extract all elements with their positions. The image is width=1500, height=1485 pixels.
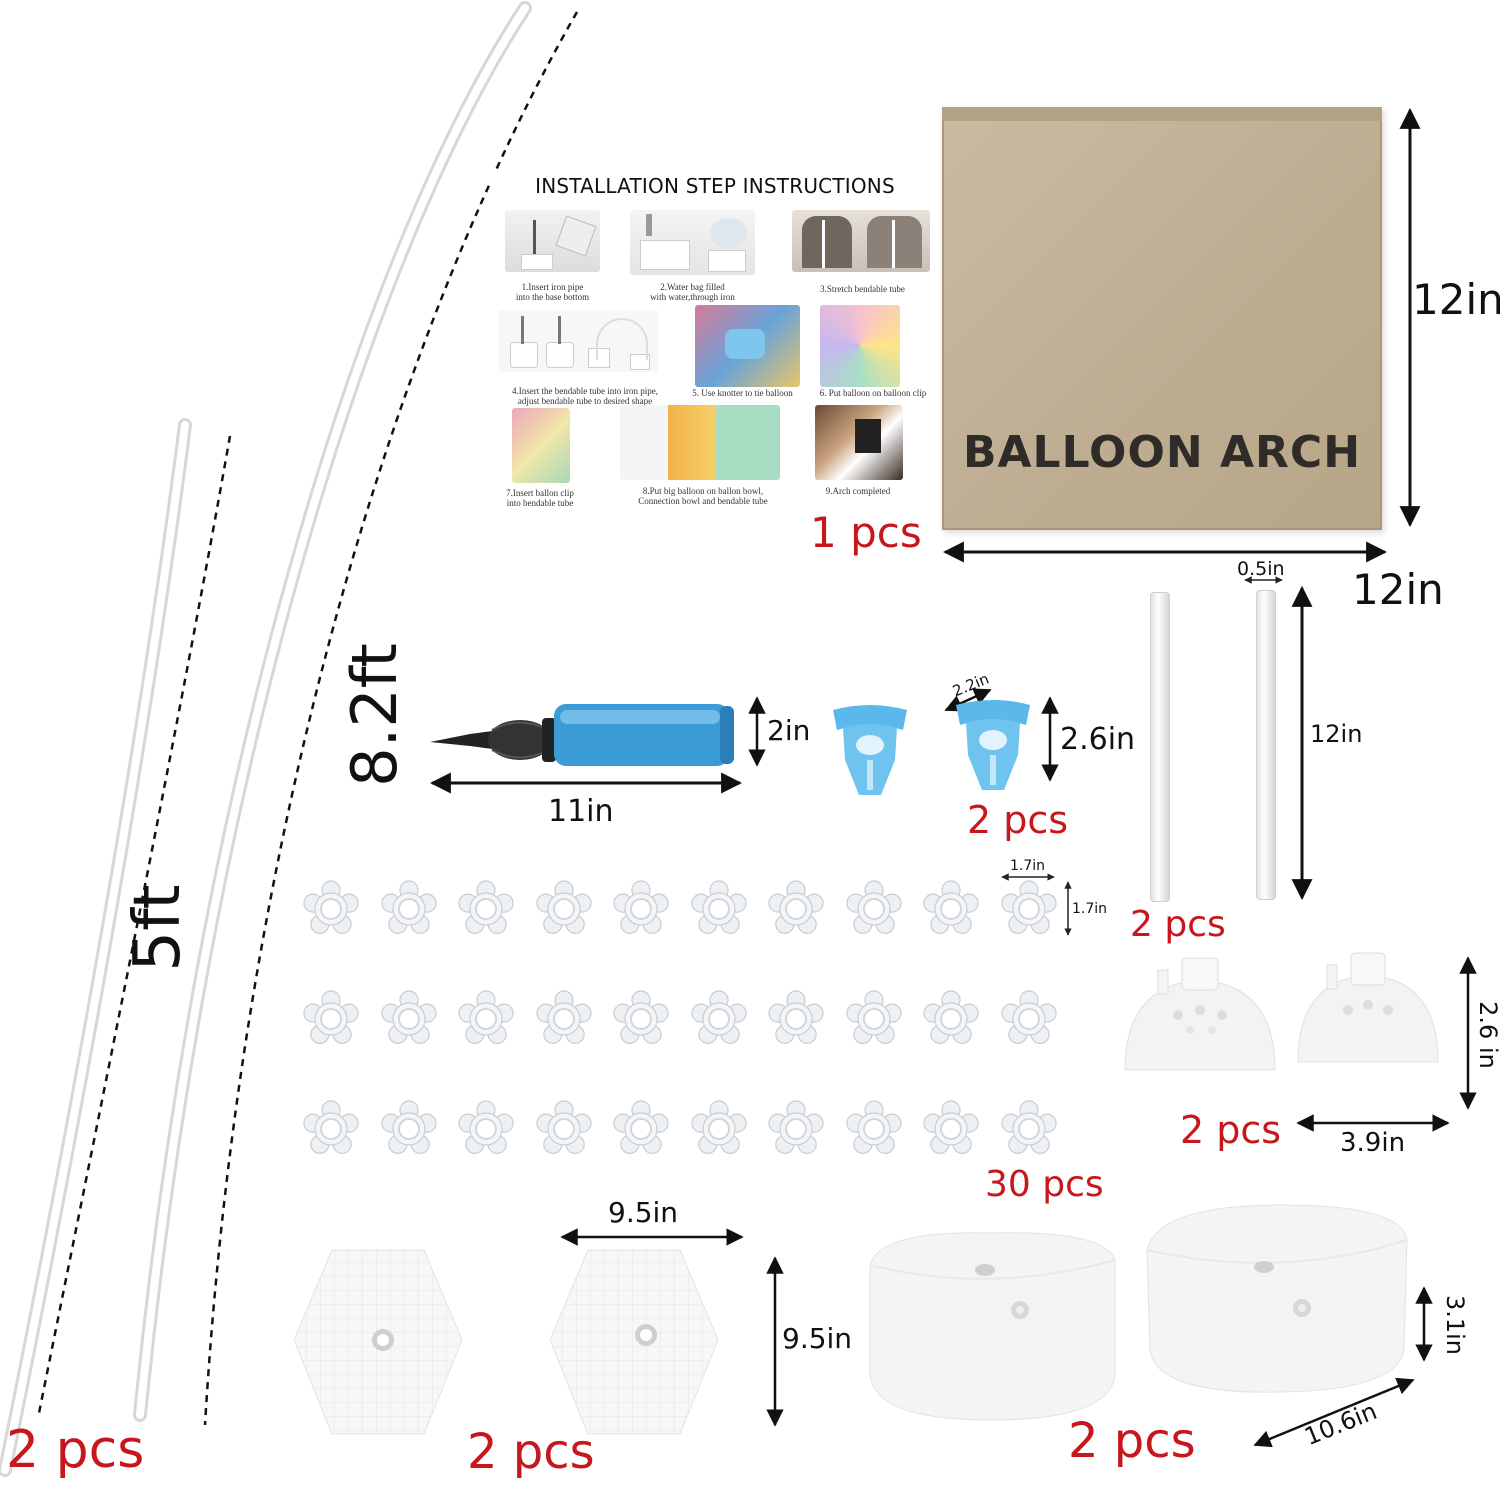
- step-9-photo: [815, 405, 903, 480]
- pump-length-label: 11in: [548, 794, 614, 829]
- step-4-caption: 4.Insert the bendable tube into iron pip…: [512, 386, 658, 406]
- box-brand: BALLOON ARCH: [962, 427, 1362, 478]
- water-bags-qty: 2 pcs: [1068, 1413, 1196, 1469]
- balloon-clip-icon: [535, 880, 592, 934]
- balloon-clip-icon: [1000, 1100, 1057, 1154]
- balloon-clip-icon: [380, 880, 437, 934]
- step-2-photo: [630, 210, 755, 275]
- balloon-clip-icon: [768, 880, 824, 934]
- rod-diameter-label: 0.5in: [1237, 558, 1285, 580]
- short-tube-length-label: 5ft: [121, 884, 195, 972]
- knotter-height-label: 2.6in: [1060, 722, 1136, 757]
- long-tube-dash: [203, 11, 579, 1426]
- balloon-clip-icon: [1000, 880, 1057, 934]
- bowl-height-label: 2.6 in: [1474, 1001, 1500, 1069]
- knotter-icon: [833, 705, 907, 795]
- rod-length-label: 12in: [1310, 720, 1363, 748]
- step-8-photo: [620, 405, 780, 480]
- step-1-photo: [505, 210, 600, 272]
- step-7-photo: [512, 408, 570, 483]
- pump-height-label: 2in: [767, 714, 811, 747]
- step-3-photo: [792, 210, 930, 272]
- long-tube: [133, 1, 532, 1422]
- balloon-clip-icon: [380, 1100, 437, 1154]
- balloon-clip-icon: [845, 990, 902, 1044]
- step-9-caption: 9.Arch completed: [825, 486, 891, 496]
- balloon-clip-icon: [303, 880, 359, 934]
- long-tube-length-label: 8.2ft: [338, 643, 411, 787]
- hex-bases-qty: 2 pcs: [467, 1424, 595, 1480]
- hand-pump-icon: [430, 704, 734, 766]
- hex-width-label: 9.5in: [608, 1196, 679, 1229]
- balloon-clip-grid: [300, 878, 1070, 1168]
- hex-height-label: 9.5in: [782, 1322, 853, 1355]
- knotter-qty: 2 pcs: [967, 798, 1069, 842]
- balloon-clip-icon: [1000, 990, 1057, 1044]
- balloon-bowl-icon: [1297, 952, 1439, 1063]
- balloon-clip-icon: [768, 1100, 824, 1154]
- clips-qty: 30 pcs: [985, 1164, 1104, 1205]
- step-7-caption: 7.Insert ballon clip into bendable tube: [506, 488, 574, 508]
- instruction-title: INSTALLATION STEP INSTRUCTIONS: [535, 174, 895, 198]
- balloon-clip-icon: [458, 1100, 514, 1154]
- balloon-clip-icon: [923, 1100, 979, 1154]
- balloon-clip-icon: [613, 1100, 669, 1154]
- balloon-clip-icon: [690, 1100, 747, 1154]
- balloon-clip-icon: [690, 880, 747, 934]
- step-4-photo: [498, 310, 658, 372]
- balloon-clip-icon: [923, 990, 979, 1044]
- water-bag-icon: [1146, 1204, 1408, 1393]
- balloon-clip-icon: [535, 990, 592, 1044]
- bowls-qty: 2 pcs: [1180, 1108, 1282, 1152]
- short-tube-dash: [36, 435, 232, 1419]
- instruction-card: INSTALLATION STEP INSTRUCTIONS 1.Insert …: [490, 170, 940, 515]
- support-rod: [1256, 590, 1276, 900]
- balloon-clip-icon: [458, 880, 514, 934]
- balloon-clip-icon: [613, 880, 669, 934]
- bowl-width-label: 3.9in: [1340, 1128, 1406, 1158]
- step-1-caption: 1.Insert iron pipe into the base bottom: [515, 282, 590, 302]
- box-width-label: 12in: [1352, 565, 1444, 614]
- balloon-clip-icon: [768, 990, 824, 1044]
- step-5-photo: [695, 305, 800, 387]
- hex-base-icon: [549, 1249, 719, 1435]
- short-tube: [0, 418, 192, 1477]
- step-6-caption: 6. Put balloon on balloon clip: [819, 388, 927, 398]
- support-rod: [1150, 592, 1170, 902]
- step-3-caption: 3.Stretch bendable tube: [820, 284, 905, 294]
- clip-width-label: 1.7in: [1010, 858, 1046, 874]
- balloon-clip-icon: [845, 1100, 902, 1154]
- balloon-bowl-icon: [1124, 957, 1276, 1071]
- balloon-arch-box: BALLOON ARCH: [942, 107, 1382, 530]
- balloon-clip-icon: [380, 990, 437, 1044]
- balloon-clip-icon: [845, 880, 902, 934]
- step-2-caption: 2.Water bag filled with water,through ir…: [650, 282, 735, 302]
- balloon-clip-icon: [613, 990, 669, 1044]
- clip-height-label: 1.7in: [1072, 901, 1108, 917]
- balloon-clip-icon: [535, 1100, 592, 1154]
- balloon-clip-icon: [690, 990, 747, 1044]
- water-bag-icon: [869, 1232, 1116, 1421]
- balloon-clip-icon: [458, 990, 514, 1044]
- hex-base-icon: [293, 1249, 463, 1435]
- step-6-photo: [820, 305, 900, 387]
- balloon-clip-icon: [303, 990, 359, 1044]
- instructions-qty: 1 pcs: [810, 508, 922, 557]
- knotter-icon: [956, 700, 1030, 790]
- step-8-caption: 8.Put big balloon on ballon bowl, Connec…: [638, 486, 768, 506]
- tubes-qty: 2 pcs: [6, 1420, 145, 1480]
- balloon-clip-icon: [303, 1100, 359, 1154]
- rods-qty: 2 pcs: [1130, 904, 1226, 945]
- water-bag-height-label: 3.1in: [1441, 1294, 1469, 1356]
- box-height-label: 12in: [1412, 275, 1500, 324]
- step-5-caption: 5. Use knotter to tie balloon: [692, 388, 793, 398]
- balloon-clip-icon: [923, 880, 979, 934]
